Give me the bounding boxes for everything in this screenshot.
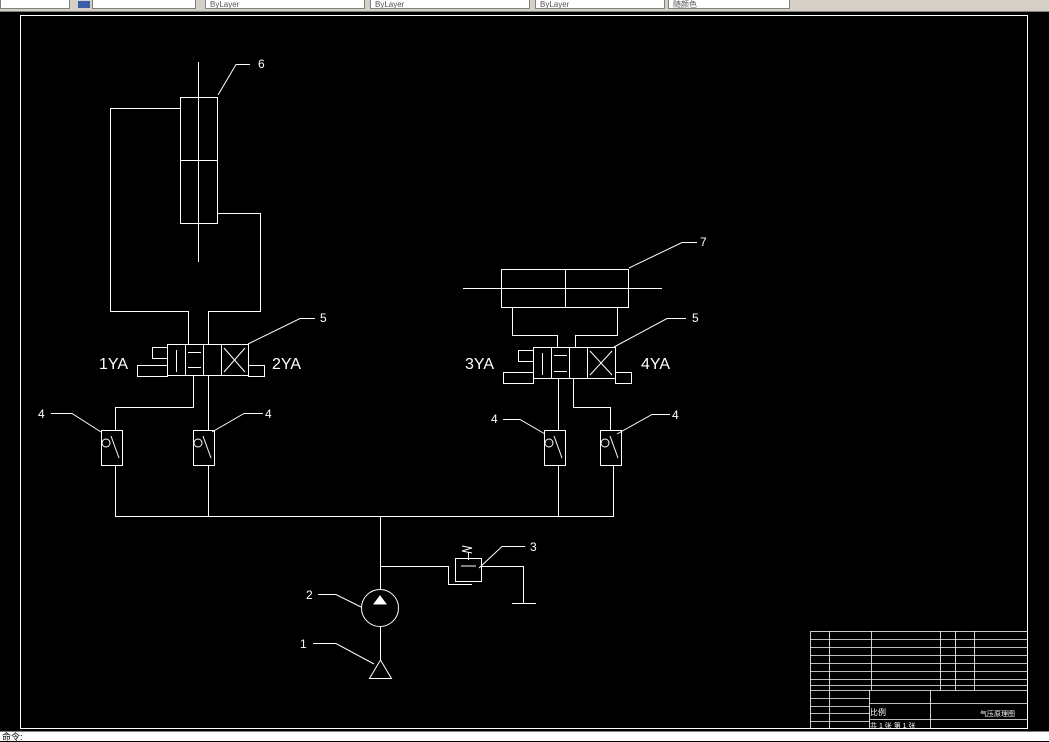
filter bbox=[368, 659, 393, 679]
title-drawing-name: 气压原理图 bbox=[980, 709, 1015, 718]
label-cylinder-7: 7 bbox=[700, 235, 707, 249]
drawing-frame bbox=[20, 15, 1028, 729]
cylinder-vertical bbox=[110, 62, 261, 345]
property-toolbar: ByLayer ByLayer ByLayer 随颜色 bbox=[0, 0, 1049, 12]
solenoid-4ya: 4YA bbox=[641, 356, 670, 373]
linetype-combo-text: ByLayer bbox=[375, 0, 405, 9]
valve-left bbox=[115, 344, 265, 430]
check-valve-1 bbox=[101, 430, 123, 516]
label-filter-1: 1 bbox=[300, 637, 307, 651]
command-prompt: 命令: bbox=[2, 732, 23, 742]
style-combo[interactable] bbox=[92, 0, 196, 9]
solenoid-2ya: 2YA bbox=[272, 356, 301, 373]
lineweight-combo[interactable]: ByLayer bbox=[535, 0, 665, 9]
check-valve-4 bbox=[600, 430, 622, 516]
cylinder-horizontal bbox=[463, 269, 662, 348]
label-valve-left: 5 bbox=[320, 311, 327, 325]
check-valve-3 bbox=[544, 430, 566, 516]
relief-valve bbox=[455, 545, 536, 604]
pump bbox=[361, 589, 399, 660]
valve-right bbox=[503, 347, 632, 430]
supply-line bbox=[115, 516, 614, 590]
color-combo[interactable]: ByLayer bbox=[205, 0, 365, 9]
plotstyle-combo-text: 随颜色 bbox=[673, 0, 697, 9]
solenoid-1ya: 1YA bbox=[99, 356, 128, 373]
lineweight-combo-text: ByLayer bbox=[540, 0, 570, 9]
label-check-3: 4 bbox=[491, 412, 498, 426]
command-line[interactable]: 命令: bbox=[0, 731, 1049, 742]
color-combo-text: ByLayer bbox=[210, 0, 240, 9]
check-valve-2 bbox=[193, 430, 215, 516]
plotstyle-combo[interactable]: 随颜色 bbox=[668, 0, 790, 9]
solenoid-3ya: 3YA bbox=[465, 356, 494, 373]
label-pump-2: 2 bbox=[306, 588, 313, 602]
label-cylinder-6: 6 bbox=[258, 57, 265, 71]
label-check-4: 4 bbox=[672, 408, 679, 422]
leader-lines bbox=[51, 64, 697, 665]
layer-combo[interactable] bbox=[0, 0, 70, 9]
label-relief-3: 3 bbox=[530, 540, 537, 554]
title-sheet-info: 共 1 张 第 1 张 bbox=[870, 721, 916, 730]
label-check-1: 4 bbox=[38, 407, 45, 421]
label-valve-right: 5 bbox=[692, 311, 699, 325]
linetype-combo[interactable]: ByLayer bbox=[370, 0, 530, 9]
layer-icon[interactable] bbox=[78, 1, 90, 8]
title-block bbox=[810, 631, 1028, 729]
title-scale-label: 比例 bbox=[870, 707, 886, 717]
label-check-2: 4 bbox=[265, 407, 272, 421]
